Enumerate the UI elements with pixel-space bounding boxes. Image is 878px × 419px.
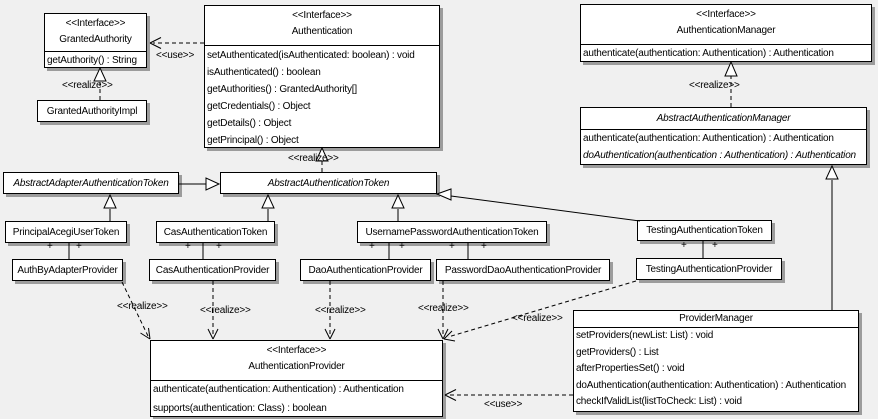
multiplicity-label: + bbox=[449, 241, 455, 252]
class-testing-authentication-token: TestingAuthenticationToken bbox=[637, 220, 772, 241]
realize-label: <<realize>> bbox=[288, 153, 339, 164]
hollow-triangle-icon bbox=[261, 193, 275, 209]
multiplicity-label: + bbox=[681, 240, 687, 251]
hollow-triangle-icon bbox=[825, 164, 839, 180]
class-name: GrantedAuthorityImpl bbox=[46, 105, 138, 117]
class-auth-by-adapter-provider: AuthByAdapterProvider bbox=[12, 259, 123, 281]
hollow-triangle-icon bbox=[103, 193, 117, 209]
edge-gen-principaltoken bbox=[103, 193, 117, 221]
class-authentication: <<Interface>> Authentication setAuthenti… bbox=[204, 5, 440, 148]
open-arrowhead-icon bbox=[207, 328, 219, 340]
class-dao-authentication-provider: DaoAuthenticationProvider bbox=[300, 259, 431, 281]
class-granted-authority-impl: GrantedAuthorityImpl bbox=[37, 100, 147, 122]
class-authentication-provider: <<Interface>> AuthenticationProvider aut… bbox=[150, 340, 443, 417]
edge-gen-providermanager bbox=[825, 164, 839, 310]
stereotype-label: <<Interface>> bbox=[65, 18, 126, 29]
class-name: ProviderManager bbox=[679, 313, 753, 324]
multiplicity-label: + bbox=[185, 241, 191, 252]
open-arrowhead-icon bbox=[443, 330, 456, 342]
hollow-triangle-icon bbox=[391, 193, 405, 209]
class-name: TestingAuthenticationToken bbox=[646, 225, 763, 236]
realize-label: <<realize>> bbox=[689, 80, 740, 91]
class-name: UsernamePasswordAuthenticationToken bbox=[365, 226, 539, 238]
use-label: <<use>> bbox=[484, 399, 523, 410]
realize-label: <<realize>> bbox=[418, 303, 469, 314]
realize-label: <<realize>> bbox=[62, 80, 113, 91]
method-label: authenticate(authentication: Authenticat… bbox=[583, 133, 834, 144]
method-label: checkIfValidList(listToCheck: List) : vo… bbox=[576, 396, 742, 407]
method-label: afterPropertiesSet() : void bbox=[576, 363, 685, 374]
class-name: Authentication bbox=[291, 26, 353, 37]
method-label: doAuthentication(authentication : Authen… bbox=[583, 150, 856, 161]
open-arrowhead-icon bbox=[149, 37, 162, 49]
hollow-triangle-icon bbox=[435, 188, 452, 201]
multiplicity-label: + bbox=[399, 241, 405, 252]
stereotype-label: <<Interface>> bbox=[266, 345, 327, 356]
realize-label: <<realize>> bbox=[117, 301, 168, 312]
stereotype-label: <<Interface>> bbox=[292, 10, 352, 21]
class-name: AbstractAdapterAuthenticationToken bbox=[13, 177, 169, 189]
method-label: getPrincipal() : Object bbox=[207, 135, 299, 146]
method-label: setProviders(newList: List) : void bbox=[576, 330, 714, 341]
class-abstract-adapter-authentication-token: AbstractAdapterAuthenticationToken bbox=[3, 172, 179, 194]
class-cas-authentication-provider: CasAuthenticationProvider bbox=[149, 259, 276, 281]
method-label: setAuthenticated(isAuthenticated: boolea… bbox=[207, 50, 415, 61]
edge-gen-abstractadapter bbox=[179, 177, 221, 191]
class-cas-authentication-token: CasAuthenticationToken bbox=[156, 221, 275, 243]
method-label: authenticate(authentication: Authenticat… bbox=[153, 384, 404, 395]
hollow-triangle-icon bbox=[205, 177, 221, 191]
open-arrowhead-icon bbox=[444, 389, 457, 401]
method-label: isAuthenticated() : boolean bbox=[207, 67, 321, 78]
method-label: getDetails() : Object bbox=[207, 118, 292, 129]
class-username-password-authentication-token: UsernamePasswordAuthenticationToken bbox=[357, 221, 547, 243]
use-label: <<use>> bbox=[156, 50, 195, 61]
edge-gen-castoken bbox=[261, 193, 275, 221]
edge-gen-testingtoken bbox=[435, 188, 641, 222]
realize-label: <<realize>> bbox=[512, 313, 563, 324]
stereotype-label: <<Interface>> bbox=[696, 9, 756, 20]
class-name: GrantedAuthority bbox=[59, 34, 132, 45]
class-name: AbstractAuthenticationToken bbox=[267, 177, 390, 189]
class-granted-authority: <<Interface>> GrantedAuthority getAuthor… bbox=[44, 13, 147, 68]
class-name: PrincipalAcegiUserToken bbox=[12, 226, 120, 238]
class-provider-manager: ProviderManager setProviders(newList: Li… bbox=[573, 310, 859, 412]
multiplicity-label: + bbox=[76, 241, 82, 252]
method-label: supports(authentication: Class) : boolea… bbox=[153, 402, 327, 414]
class-authentication-manager: <<Interface>> AuthenticationManager auth… bbox=[580, 4, 872, 62]
class-name: TestingAuthenticationProvider bbox=[645, 263, 773, 275]
realize-label: <<realize>> bbox=[200, 305, 251, 316]
class-name: CasAuthenticationToken bbox=[163, 226, 268, 238]
multiplicity-label: + bbox=[712, 240, 718, 251]
hollow-triangle-icon bbox=[724, 60, 738, 77]
multiplicity-label: + bbox=[369, 241, 375, 252]
multiplicity-label: + bbox=[481, 241, 487, 252]
class-name: PasswordDaoAuthenticationProvider bbox=[444, 264, 602, 276]
edge-gen-usernamepasswordtoken bbox=[391, 193, 405, 221]
class-name: DaoAuthenticationProvider bbox=[308, 264, 423, 276]
method-label: authenticate(authentication: Authenticat… bbox=[583, 48, 834, 59]
method-label: doAuthentication(authentication: Authent… bbox=[576, 379, 846, 391]
class-principal-acegi-user-token: PrincipalAcegiUserToken bbox=[5, 221, 127, 243]
class-name: AuthenticationProvider bbox=[248, 361, 345, 372]
open-arrowhead-icon bbox=[140, 327, 151, 340]
realize-label: <<realize>> bbox=[315, 305, 366, 316]
multiplicity-label: + bbox=[216, 241, 222, 252]
multiplicity-label: + bbox=[47, 241, 53, 252]
class-abstract-authentication-manager: AbstractAuthenticationManager authentica… bbox=[580, 107, 867, 165]
open-arrowhead-icon bbox=[437, 328, 449, 340]
method-label: getCredentials() : Object bbox=[207, 101, 311, 112]
edge-use-authentication-grantedauthority bbox=[149, 37, 204, 49]
open-arrowhead-icon bbox=[324, 328, 336, 340]
method-label: getAuthority() : String bbox=[47, 55, 137, 66]
class-name: AbstractAuthenticationManager bbox=[656, 113, 791, 124]
method-label: getAuthorities() : GrantedAuthority[] bbox=[207, 84, 357, 95]
class-testing-authentication-provider: TestingAuthenticationProvider bbox=[636, 258, 782, 280]
class-abstract-authentication-token: AbstractAuthenticationToken bbox=[220, 172, 437, 194]
class-name: CasAuthenticationProvider bbox=[155, 264, 270, 276]
class-password-dao-authentication-provider: PasswordDaoAuthenticationProvider bbox=[436, 259, 610, 281]
method-label: getProviders() : List bbox=[576, 346, 659, 358]
class-name: AuthByAdapterProvider bbox=[17, 264, 118, 276]
class-name: AuthenticationManager bbox=[676, 25, 776, 36]
